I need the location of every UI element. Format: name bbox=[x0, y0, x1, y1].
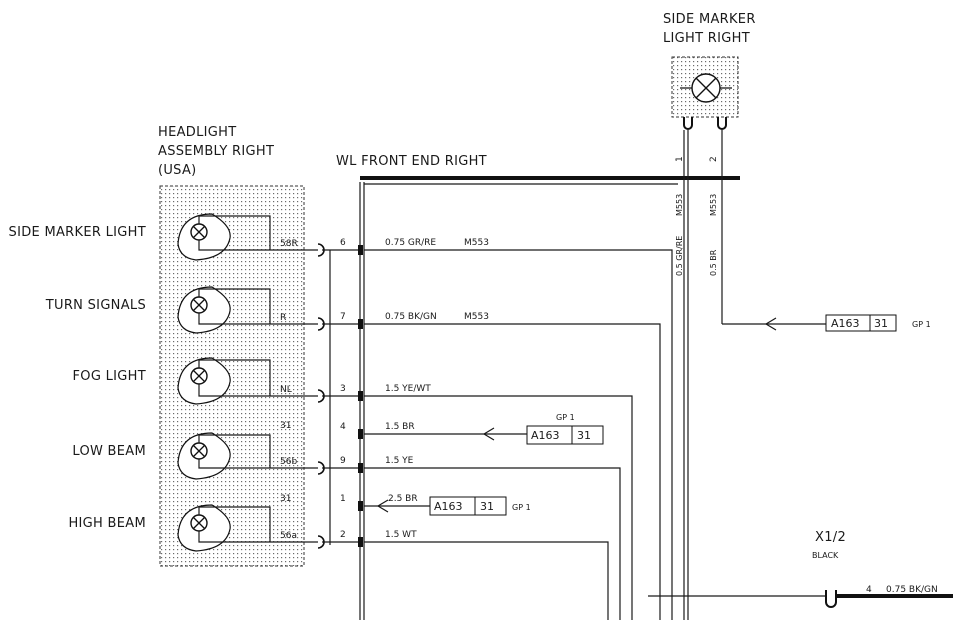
connector-pin: 4 bbox=[866, 585, 872, 595]
wire-number: 4 bbox=[340, 422, 346, 432]
harness-terminal bbox=[358, 463, 363, 473]
gp1-ref: A163 bbox=[831, 317, 860, 330]
ground-point-1: A163 31 GP 1 bbox=[825, 314, 931, 332]
wire-code: M553 bbox=[464, 312, 489, 322]
wire-row: 3 1.5 YE/WT bbox=[340, 384, 431, 401]
bulb-label: LOW BEAM bbox=[72, 444, 146, 459]
wire-spec: 1.5 YE/WT bbox=[385, 384, 431, 394]
headlight-title-3: (USA) bbox=[158, 163, 197, 178]
bulb-row: LOW BEAM 56b bbox=[72, 432, 360, 480]
wire-row: 9 1.5 YE bbox=[340, 456, 414, 473]
connector-spec: 0.75 BK/GN bbox=[886, 585, 938, 595]
wire-number: 1 bbox=[340, 494, 346, 504]
bulb-pin-label: 56b bbox=[280, 457, 297, 467]
bulb-row: TURN SIGNALS R bbox=[45, 286, 360, 334]
gp1-label: GP 1 bbox=[912, 320, 931, 329]
harness-terminal bbox=[358, 501, 363, 511]
ground-point-3: A163 31 GP 1 bbox=[364, 496, 531, 516]
wire-row: 1 2.5 BR bbox=[340, 494, 418, 511]
wire-code: M553 bbox=[464, 238, 489, 248]
bulb-row: HIGH BEAM 56a bbox=[68, 504, 360, 552]
side-marker-terminals bbox=[683, 117, 727, 130]
wire-number: 9 bbox=[340, 456, 346, 466]
vwire-1-spec: 0.5 GR/RE bbox=[675, 236, 684, 276]
gp1-pin: 31 bbox=[874, 317, 888, 330]
wire-spec: 0.75 GR/RE bbox=[385, 238, 436, 248]
headlight-title-2: ASSEMBLY RIGHT bbox=[158, 144, 274, 159]
bulb-label: FOG LIGHT bbox=[73, 369, 146, 384]
harness-terminal bbox=[358, 391, 363, 401]
bulb-row: FOG LIGHT NL bbox=[73, 357, 360, 405]
gp3-label: GP 1 bbox=[512, 503, 531, 512]
connector-terminal-icon bbox=[825, 590, 837, 608]
wire-row: 6 0.75 GR/RE M553 bbox=[340, 238, 489, 255]
vwire-2-code: M553 bbox=[709, 194, 718, 216]
headlight-title-1: HEADLIGHT bbox=[158, 125, 236, 140]
harness-terminal bbox=[358, 319, 363, 329]
wire-row: 2 1.5 WT bbox=[340, 530, 417, 547]
bulb-pin-label: 56a bbox=[280, 531, 297, 541]
gp3-ref: A163 bbox=[434, 500, 463, 513]
arrow-icon bbox=[376, 499, 389, 513]
gp3-pin: 31 bbox=[480, 500, 494, 513]
bulb-pin-label: R bbox=[280, 313, 286, 323]
bulb-label: HIGH BEAM bbox=[68, 516, 146, 531]
bulb-rows: SIDE MARKER LIGHT 58R TURN SIGNALS R FOG LIG… bbox=[9, 213, 360, 552]
bulb-pin-label: NL bbox=[280, 385, 292, 395]
vwire-1-code: M553 bbox=[675, 194, 684, 216]
connector-x1-2: X1/2 BLACK 4 0.75 BK/GN bbox=[812, 530, 953, 608]
wire-spec: 0.75 BK/GN bbox=[385, 312, 437, 322]
wire-number: 6 bbox=[340, 238, 346, 248]
side-marker-wires: 1 2 M553 M553 0.5 GR/RE 0.5 BR bbox=[675, 130, 826, 620]
bulb-cross-icon bbox=[695, 77, 717, 99]
wire-number: 7 bbox=[340, 312, 346, 322]
arrow-icon bbox=[482, 427, 495, 441]
wire-row: 4 1.5 BR bbox=[340, 422, 415, 439]
wire-number: 2 bbox=[340, 530, 346, 540]
connector-color: BLACK bbox=[812, 551, 839, 560]
bulb-label: SIDE MARKER LIGHT bbox=[9, 225, 146, 240]
wire-spec: 1.5 WT bbox=[385, 530, 417, 540]
wire-spec: 2.5 BR bbox=[388, 494, 418, 504]
bulb-row: SIDE MARKER LIGHT 58R bbox=[9, 213, 360, 261]
connector-name: X1/2 bbox=[815, 530, 846, 545]
wire-spec: 1.5 YE bbox=[385, 456, 414, 466]
vwire-2-spec: 0.5 BR bbox=[709, 249, 718, 276]
wire-spec: 1.5 BR bbox=[385, 422, 415, 432]
vwire-2-num: 2 bbox=[709, 156, 719, 162]
wire-rows: 6 0.75 GR/RE M553 7 0.75 BK/GN M553 3 1.5 YE/WT… bbox=[340, 238, 489, 547]
harness-terminal bbox=[358, 429, 363, 439]
side-marker-title-2: LIGHT RIGHT bbox=[663, 31, 750, 46]
bulb-label: TURN SIGNALS bbox=[45, 298, 146, 313]
arrow-icon bbox=[764, 317, 777, 331]
wire-row: 7 0.75 BK/GN M553 bbox=[340, 312, 489, 329]
harness-terminal bbox=[358, 245, 363, 255]
pin-31-b: 31 bbox=[280, 494, 291, 504]
pin-31-a: 31 bbox=[280, 421, 291, 431]
bulb-pin-label: 58R bbox=[280, 239, 298, 249]
vwire-1-num: 1 bbox=[675, 156, 685, 162]
ground-point-2: A163 31 GP 1 bbox=[364, 413, 604, 445]
gp2-ref: A163 bbox=[531, 429, 560, 442]
gp2-pin: 31 bbox=[577, 429, 591, 442]
side-marker-title-1: SIDE MARKER bbox=[663, 12, 756, 27]
gp2-label: GP 1 bbox=[556, 413, 575, 422]
wire-number: 3 bbox=[340, 384, 346, 394]
harness-terminal bbox=[358, 537, 363, 547]
side-marker-assembly: SIDE MARKER LIGHT RIGHT bbox=[663, 12, 756, 130]
harness-label: WL FRONT END RIGHT bbox=[336, 154, 487, 169]
